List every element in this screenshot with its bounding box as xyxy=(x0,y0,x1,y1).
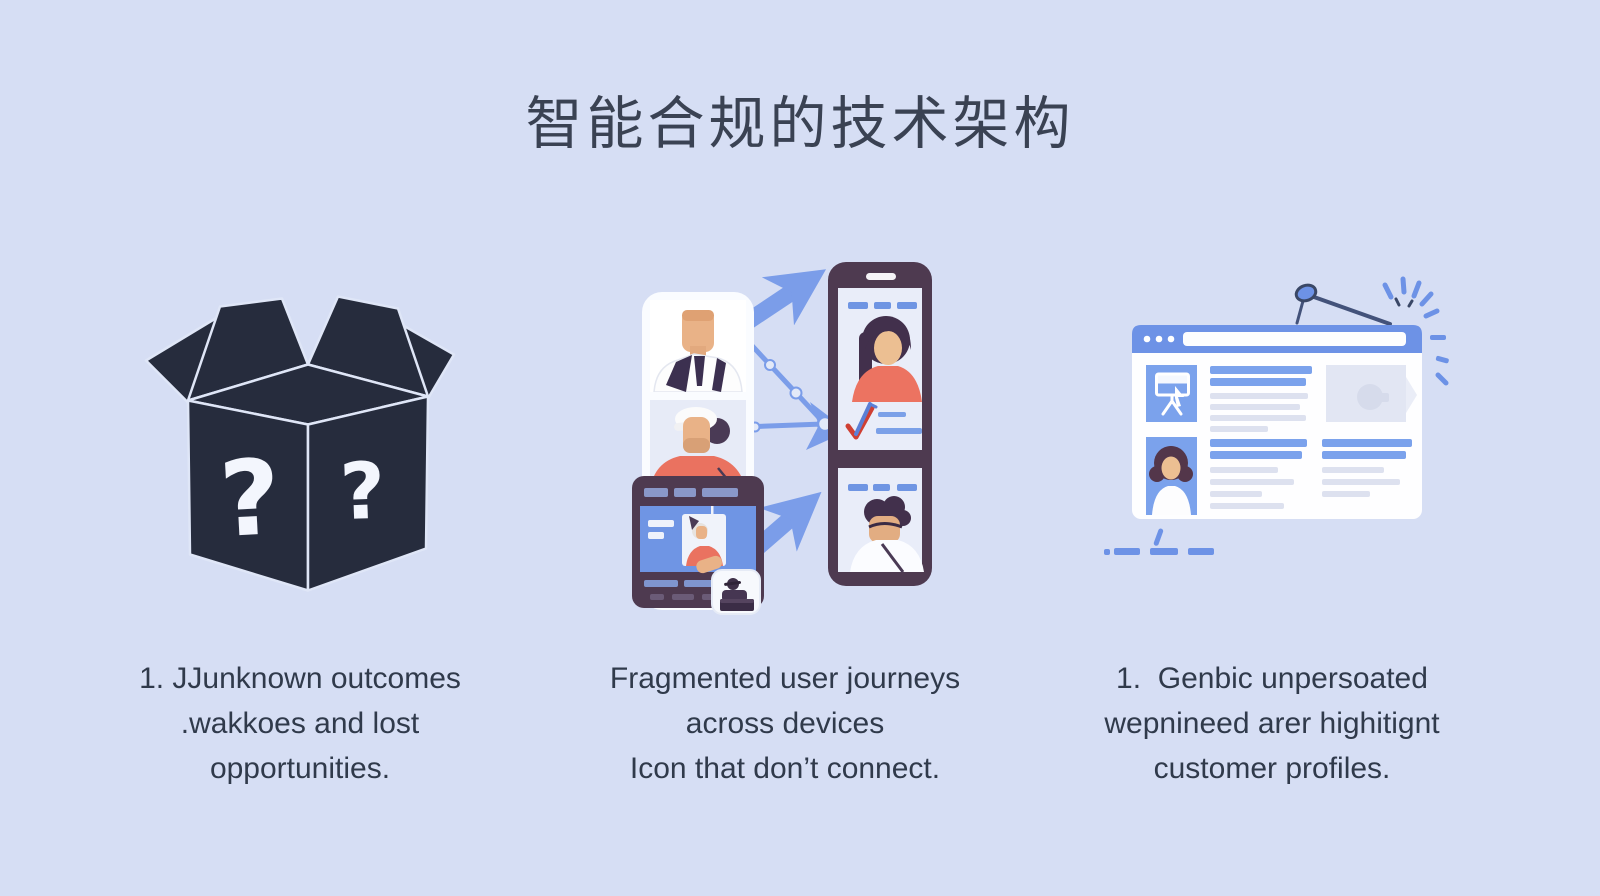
avatar-woman xyxy=(852,316,922,402)
caption-generic-profiles: 1. Genbic unpersoated wepnineed arer hig… xyxy=(1022,656,1522,791)
caption-line: opportunities. xyxy=(209,752,391,785)
caption-line: 1. Genbic unpersoated xyxy=(1116,662,1428,695)
text-lines-row2-mid xyxy=(1210,439,1307,509)
text-lines-row1 xyxy=(1210,366,1312,432)
question-mark-left: ? xyxy=(217,436,284,561)
box-face-right xyxy=(306,395,430,592)
content-card-profile xyxy=(1146,437,1197,515)
caption-line: .wakkoes and lost xyxy=(180,707,420,740)
target-phone xyxy=(828,262,932,586)
caption-line: customer profiles. xyxy=(1153,752,1391,785)
address-bar xyxy=(1183,332,1406,346)
question-mark-right: ? xyxy=(338,447,386,539)
open-box-with-question-marks-icon: ? ? xyxy=(144,295,456,592)
browser-profile-cards-icon xyxy=(1104,276,1449,555)
phones-with-arrows-icon xyxy=(632,262,932,615)
avatar-person-back xyxy=(850,496,924,573)
caption-fragmented-journeys: Fragmented user journeys across devices … xyxy=(535,656,1035,791)
caption-line: Fragmented user journeys xyxy=(609,662,961,695)
media-placeholder xyxy=(1326,365,1417,422)
pin-burst-decoration xyxy=(1294,276,1449,386)
caption-line: Icon that don’t connect. xyxy=(629,752,941,785)
briefcase-figure-badge xyxy=(711,569,761,615)
browser-window xyxy=(1132,325,1422,519)
page-title: 智能合规的技术架构 xyxy=(525,92,1075,156)
check-task xyxy=(845,402,922,440)
caption-line: wepnineed arer highitignt xyxy=(1104,707,1440,740)
avatar-man-tie xyxy=(653,310,743,393)
caption-line: across devices xyxy=(685,707,885,740)
text-lines-row2-right xyxy=(1322,439,1412,497)
caption-line: 1. JJunknown outcomes xyxy=(139,662,461,695)
source-phone xyxy=(632,292,764,615)
caption-mystery-box: 1. JJunknown outcomes .wakkoes and lost … xyxy=(50,656,550,791)
dash-decoration xyxy=(1104,528,1214,555)
content-card-presentation xyxy=(1146,365,1197,422)
